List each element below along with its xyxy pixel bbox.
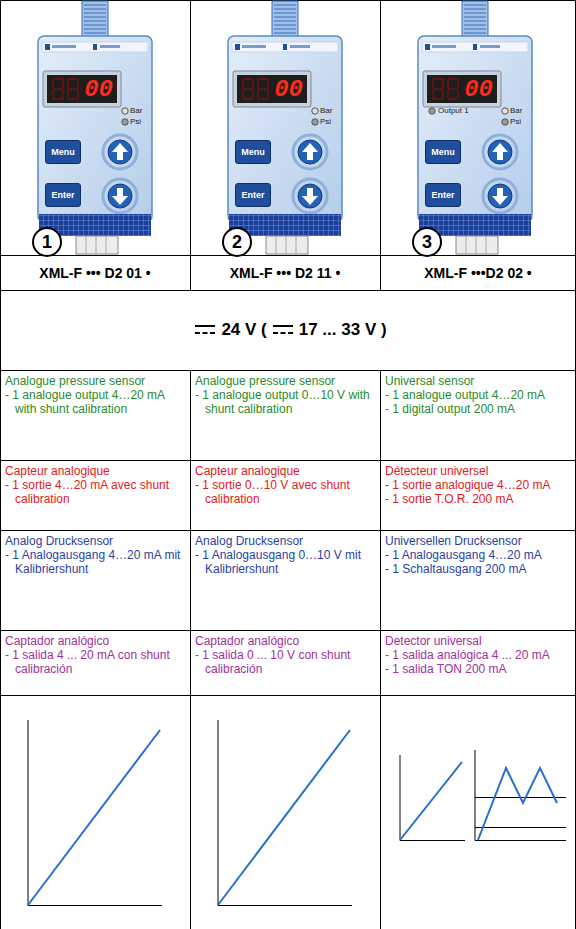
callout-number-text: 1 <box>42 232 52 253</box>
table-cell: Capteur analogique - 1 sortie 0…10 V ave… <box>190 461 380 509</box>
cell-heading: Universellen Drucksensor <box>385 534 571 548</box>
cell-item: - 1 Schaltausgang 200 mA <box>385 562 571 576</box>
cell-heading: Détecteur universel <box>385 464 571 478</box>
display-readout-text: 00 <box>274 76 303 103</box>
table-cell: Capteur analogique - 1 sortie 4…20 mA av… <box>0 461 190 509</box>
model-name: XML-F •••D2 02 • <box>424 265 532 281</box>
menu-button: Menu <box>45 140 81 164</box>
supply-voltage: 24 V ( 17 ... 33 V ) <box>0 290 576 370</box>
table-cell: Captador analógico - 1 salida 4 ... 20 m… <box>0 631 190 679</box>
table-cell: Detector universal - 1 salida analógica … <box>380 631 576 679</box>
cell-item: - 1 salida analógica 4 ... 20 mA <box>385 648 571 662</box>
enter-button-text: Enter <box>431 190 454 200</box>
table-cell: Détecteur universel - 1 sortie analogiqu… <box>380 461 576 509</box>
callout-number-text: 2 <box>232 232 242 253</box>
cell-heading: Capteur analogique <box>5 464 185 478</box>
indicator-label: Output 1 <box>438 106 469 116</box>
indicator-label: Psi <box>510 117 521 127</box>
cell-heading: Detector universal <box>385 634 571 648</box>
cell-item: - 1 analogue output 0…10 V with shunt ca… <box>195 388 375 416</box>
table-cell: Analogue pressure sensor - 1 analogue ou… <box>0 371 190 419</box>
cell-item: - 1 digital output 200 mA <box>385 402 571 416</box>
cell-item: - 1 sortie T.O.R. 200 mA <box>385 492 571 506</box>
cell-heading: Analog Drucksensor <box>5 534 185 548</box>
cell-item: - 1 analogue output 4…20 mA with shunt c… <box>5 388 185 416</box>
cell-item: - 1 analogue output 4…20 mA <box>385 388 571 402</box>
enter-button-text: Enter <box>51 190 74 200</box>
table-cell: Analogue pressure sensor - 1 analogue ou… <box>190 371 380 419</box>
display-readout-text: 00 <box>464 76 493 103</box>
cell-heading: Captador analógico <box>195 634 375 648</box>
enter-button: Enter <box>235 183 271 207</box>
cell-item: - 1 sortie analogique 4…20 mA <box>385 478 571 492</box>
enter-button: Enter <box>45 183 81 207</box>
cell-item: - 1 Analogausgang 4…20 mA <box>385 548 571 562</box>
callout-number: 3 <box>412 227 442 257</box>
enter-button: Enter <box>425 183 461 207</box>
cell-heading: Capteur analogique <box>195 464 375 478</box>
cell-item: - 1 salida TON 200 mA <box>385 662 571 676</box>
cell-item: - 1 sortie 4…20 mA avec shunt calibratio… <box>5 478 185 506</box>
menu-button: Menu <box>425 140 461 164</box>
voltage-text: 17 ... 33 V ) <box>299 320 387 340</box>
cell-heading: Universal sensor <box>385 374 571 388</box>
enter-button-text: Enter <box>241 190 264 200</box>
table-cell: Captador analógico - 1 salida 0 ... 10 V… <box>190 631 380 679</box>
cell-heading: Captador analógico <box>5 634 185 648</box>
cell-item: - 1 salida 4 ... 20 mA con shunt calibra… <box>5 648 185 676</box>
indicator-label: Psi <box>320 117 331 127</box>
menu-button: Menu <box>235 140 271 164</box>
cell-item: - 1 Analogausgang 0…10 V mit Kalibriersh… <box>195 548 375 576</box>
display-readout: 00 <box>427 75 497 104</box>
indicator-label: Psi <box>130 117 141 127</box>
table-cell: Analog Drucksensor - 1 Analogausgang 4…2… <box>0 531 190 579</box>
table-cell: Universellen Drucksensor - 1 Analogausga… <box>380 531 576 579</box>
callout-number: 2 <box>222 227 252 257</box>
model-name: XML-F ••• D2 11 • <box>230 265 341 281</box>
cell-item: - 1 salida 0 ... 10 V con shunt calibrac… <box>195 648 375 676</box>
model-name: XML-F ••• D2 01 • <box>39 265 150 281</box>
voltage-text: 24 V ( <box>221 320 266 340</box>
dc-symbol <box>194 323 216 337</box>
cell-heading: Analogue pressure sensor <box>5 374 185 388</box>
cell-heading: Analogue pressure sensor <box>195 374 375 388</box>
cell-heading: Analog Drucksensor <box>195 534 375 548</box>
menu-button-text: Menu <box>431 147 455 157</box>
display-readout: 00 <box>237 75 307 104</box>
menu-button-text: Menu <box>241 147 265 157</box>
cell-item: - 1 sortie 0…10 V avec shunt calibration <box>195 478 375 506</box>
indicator-label: Bar <box>510 106 522 116</box>
cell-item: - 1 Analogausgang 4…20 mA mit Kalibriers… <box>5 548 185 576</box>
callout-number: 1 <box>32 227 62 257</box>
table-cell: Analog Drucksensor - 1 Analogausgang 0…1… <box>190 531 380 579</box>
dc-symbol <box>272 323 294 337</box>
indicator-label: Bar <box>130 106 142 116</box>
indicator-label: Bar <box>320 106 332 116</box>
callout-number-text: 3 <box>422 232 432 253</box>
menu-button-text: Menu <box>51 147 75 157</box>
display-readout-text: 00 <box>84 76 113 103</box>
table-cell: Universal sensor - 1 analogue output 4…2… <box>380 371 576 419</box>
display-readout: 00 <box>47 75 117 104</box>
